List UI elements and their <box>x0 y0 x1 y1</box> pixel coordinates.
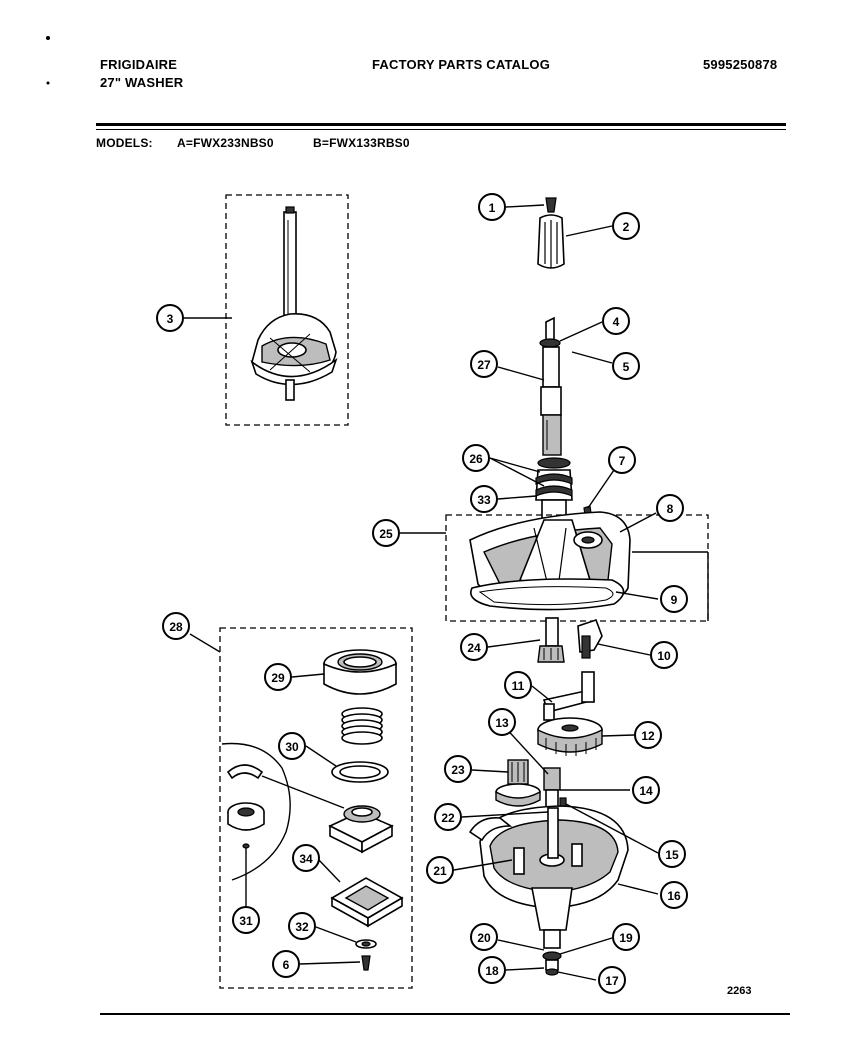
callout-10: 10 <box>650 641 678 669</box>
svg-text:19: 19 <box>619 931 633 945</box>
callout-7: 7 <box>608 446 636 474</box>
svg-text:14: 14 <box>639 784 653 798</box>
main-transmission-stack <box>445 197 709 976</box>
svg-text:33: 33 <box>477 493 491 507</box>
callout-26: 26 <box>462 444 490 472</box>
svg-text:1: 1 <box>489 201 496 215</box>
svg-text:31: 31 <box>239 914 253 928</box>
callout-14: 14 <box>632 776 660 804</box>
callout-11: 11 <box>504 671 532 699</box>
callout-33: 33 <box>470 485 498 513</box>
callout-24: 24 <box>460 633 488 661</box>
document-number: 5995250878 <box>703 57 778 72</box>
svg-text:29: 29 <box>271 671 285 685</box>
svg-text:3: 3 <box>167 312 174 326</box>
svg-text:8: 8 <box>667 502 674 516</box>
callout-9: 9 <box>660 585 688 613</box>
callout-5: 5 <box>612 352 640 380</box>
svg-text:13: 13 <box>495 716 509 730</box>
svg-text:27: 27 <box>477 358 491 372</box>
svg-text:25: 25 <box>379 527 393 541</box>
svg-text:20: 20 <box>477 931 491 945</box>
callout-34: 34 <box>292 844 320 872</box>
callout-28: 28 <box>162 612 190 640</box>
svg-text:4: 4 <box>613 315 620 329</box>
callout-19: 19 <box>612 923 640 951</box>
catalog-title: FACTORY PARTS CATALOG <box>372 57 551 72</box>
svg-text:23: 23 <box>451 763 465 777</box>
svg-text:21: 21 <box>433 864 447 878</box>
model-b: B=FWX133RBS0 <box>313 136 410 150</box>
callout-31: 31 <box>232 906 260 934</box>
callout-8: 8 <box>656 494 684 522</box>
callout-1: 1 <box>478 193 506 221</box>
callout-4: 4 <box>602 307 630 335</box>
callout-30: 30 <box>278 732 306 760</box>
svg-text:34: 34 <box>299 852 313 866</box>
svg-text:6: 6 <box>283 958 290 972</box>
figure-code: 2263 <box>727 985 752 997</box>
svg-text:24: 24 <box>467 641 481 655</box>
callout-23: 23 <box>444 755 472 783</box>
svg-text:2: 2 <box>623 220 630 234</box>
callout-16: 16 <box>660 881 688 909</box>
svg-text:18: 18 <box>485 964 499 978</box>
callout-6: 6 <box>272 950 300 978</box>
svg-text:30: 30 <box>285 740 299 754</box>
callout-2: 2 <box>612 212 640 240</box>
svg-text:32: 32 <box>295 920 309 934</box>
callout-22: 22 <box>434 803 462 831</box>
svg-text:9: 9 <box>671 593 678 607</box>
svg-text:15: 15 <box>665 848 679 862</box>
footer-rule <box>100 1013 790 1015</box>
callout-27: 27 <box>470 350 498 378</box>
models-label: MODELS: <box>96 136 153 150</box>
callout-21: 21 <box>426 856 454 884</box>
svg-text:17: 17 <box>605 974 619 988</box>
svg-text:7: 7 <box>619 454 626 468</box>
svg-text:26: 26 <box>469 452 483 466</box>
callout-20: 20 <box>470 923 498 951</box>
svg-text:11: 11 <box>512 679 525 693</box>
callout-32: 32 <box>288 912 316 940</box>
callout-3: 3 <box>156 304 184 332</box>
svg-text:16: 16 <box>667 889 681 903</box>
svg-text:12: 12 <box>641 729 655 743</box>
svg-text:22: 22 <box>441 811 455 825</box>
callout-17: 17 <box>598 966 626 994</box>
callout-18: 18 <box>478 956 506 984</box>
callout-25: 25 <box>372 519 400 547</box>
header-rule <box>96 123 786 126</box>
header-rule-thin <box>96 129 786 130</box>
svg-text:10: 10 <box>657 649 671 663</box>
brand-name: FRIGIDAIRE <box>100 57 178 72</box>
model-a: A=FWX233NBS0 <box>177 136 274 150</box>
svg-text:5: 5 <box>623 360 630 374</box>
callout-13: 13 <box>488 708 516 736</box>
product-name: 27" WASHER <box>100 75 184 90</box>
svg-text:28: 28 <box>169 620 183 634</box>
callout-15: 15 <box>658 840 686 868</box>
seal-kit <box>219 627 413 989</box>
callout-12: 12 <box>634 721 662 749</box>
callout-29: 29 <box>264 663 292 691</box>
transmission-assembly-inset <box>225 194 349 426</box>
